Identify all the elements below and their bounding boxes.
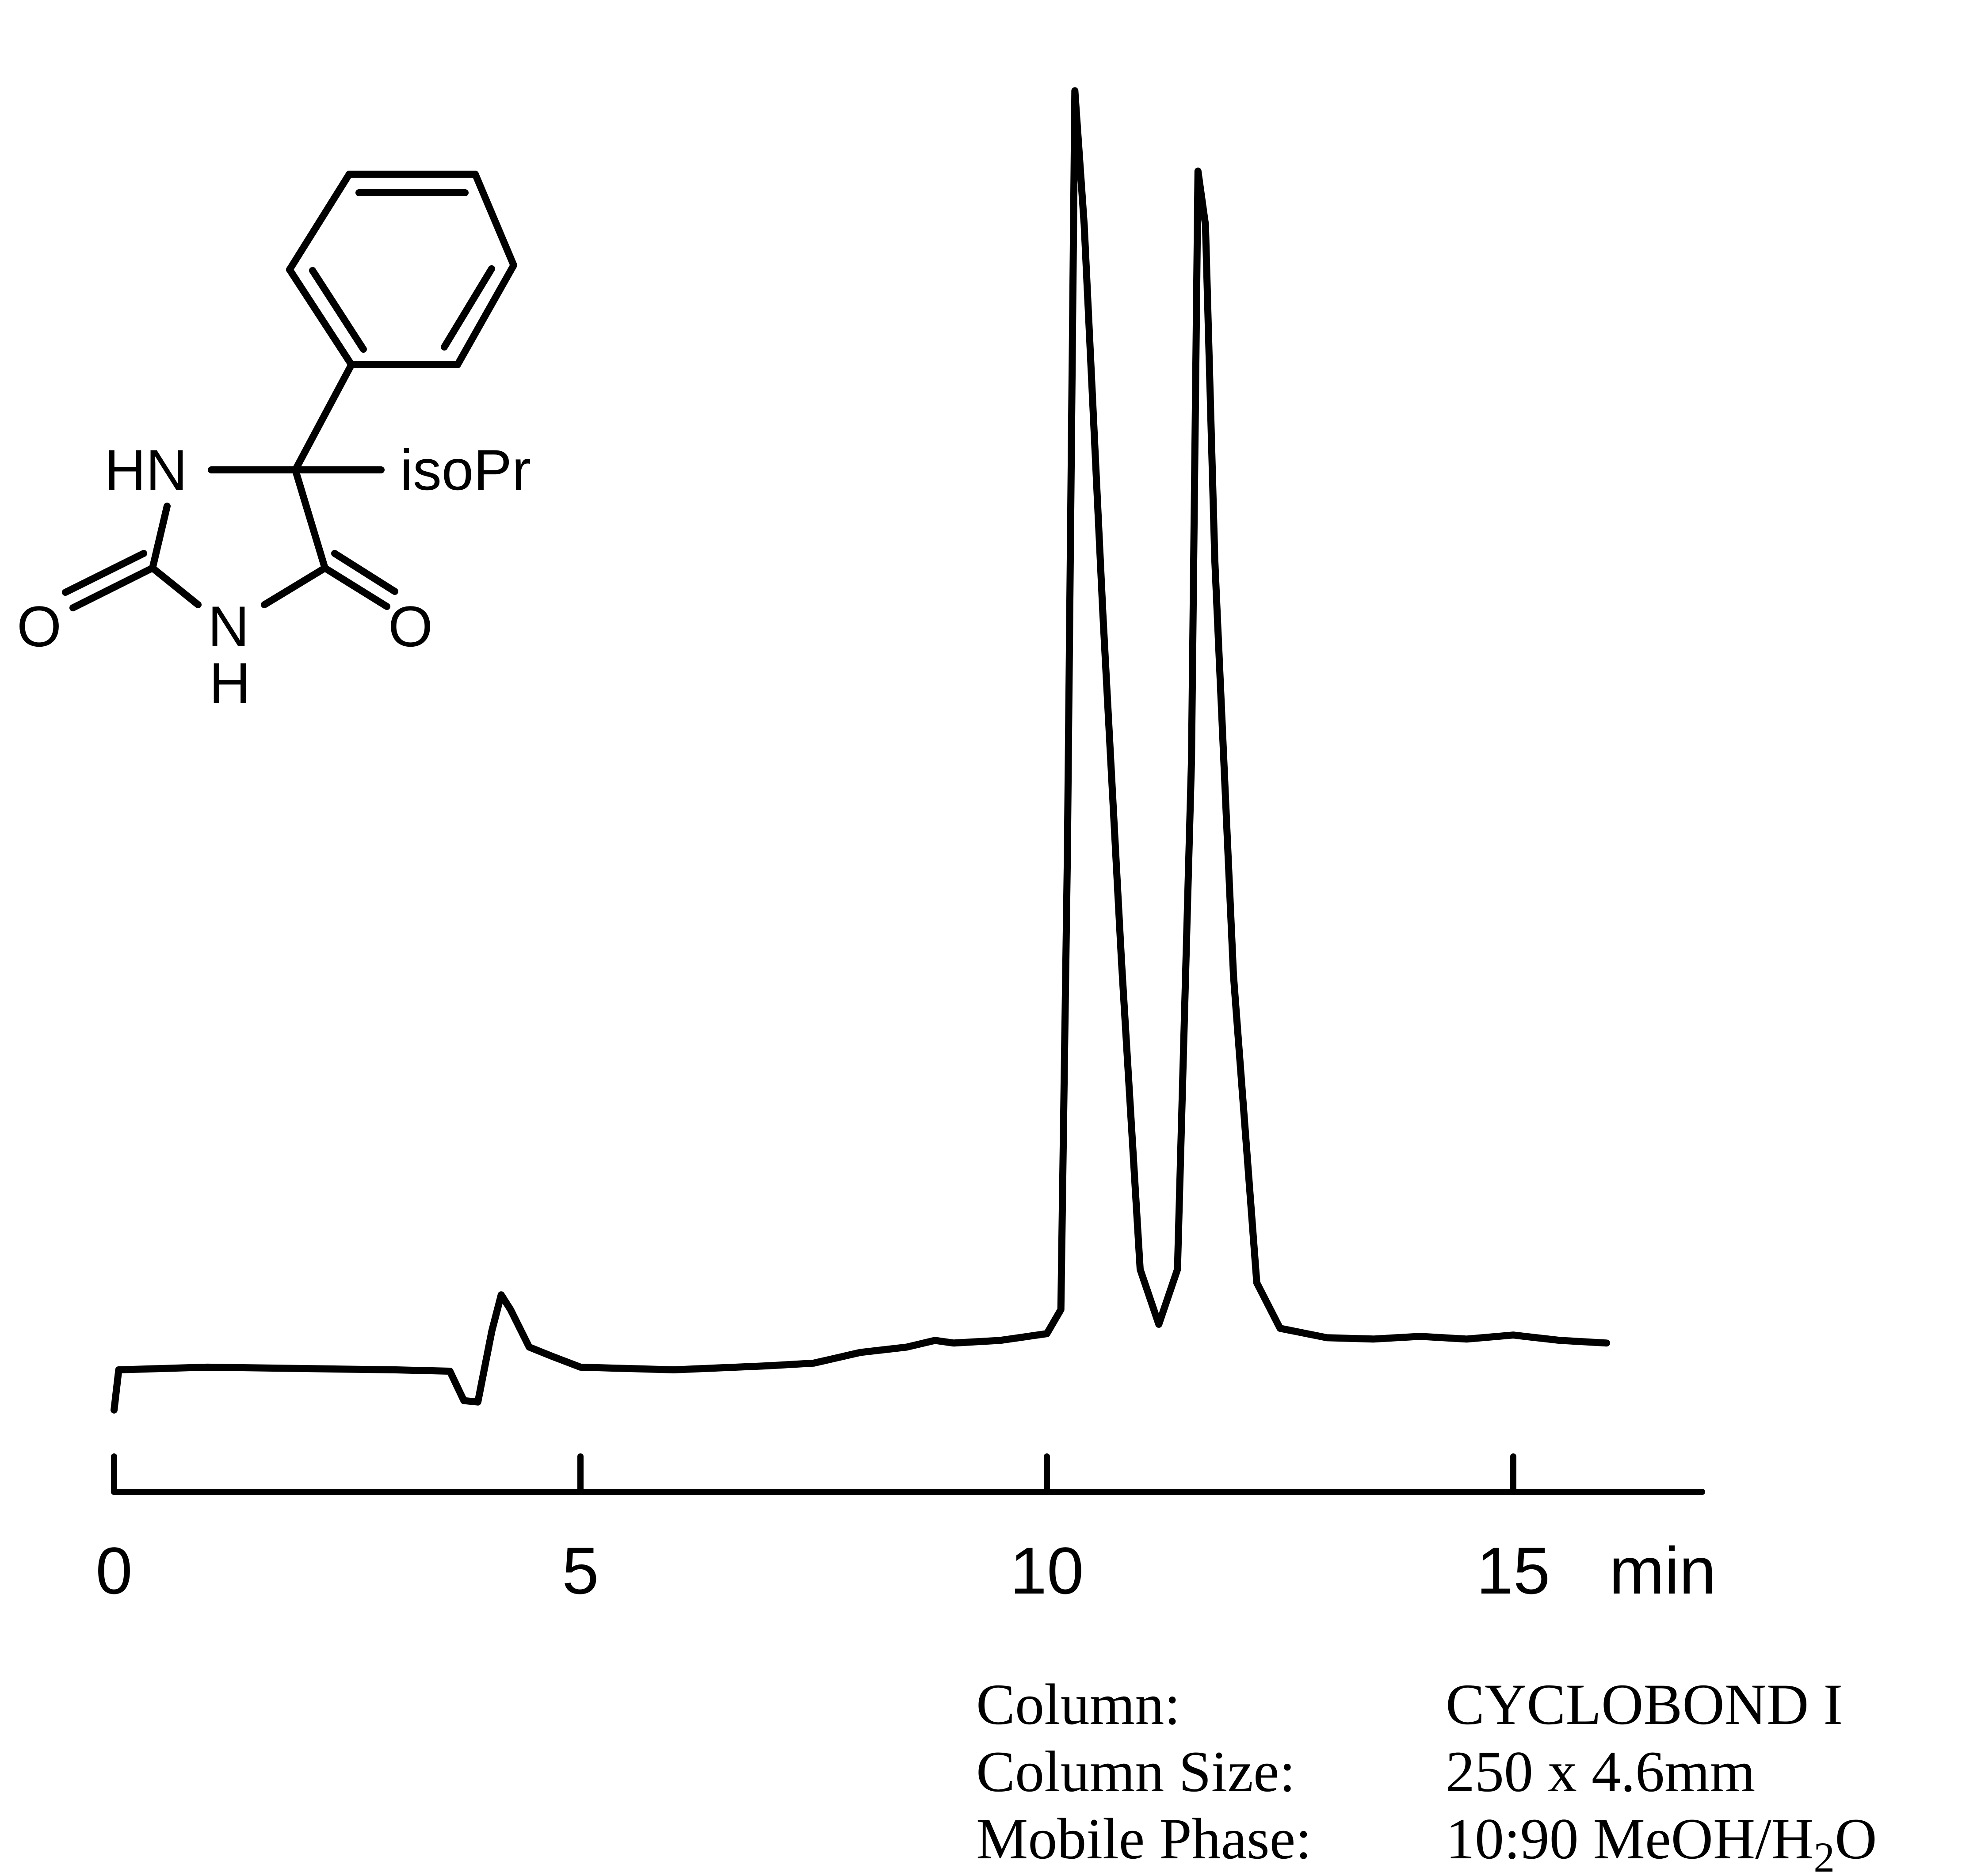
atom-label-h: H [209,651,251,715]
bond-c2-n3 [149,564,202,608]
info-value-column-size: 250 x 4.6mm [1446,1739,1755,1804]
bond-hn-c2 [149,503,171,572]
bond-c2-o-double-b [62,550,147,596]
info-value-column: CYCLOBOND I [1446,1672,1843,1737]
mobile-phase-suffix: O [1835,1806,1877,1871]
bond-c2-o-double-a [69,564,156,611]
atom-label-hn: HN [104,438,187,502]
axis-tick-label-0: 0 [95,1533,132,1608]
bond-c4-o-double-b [331,550,398,595]
info-label-column-size: Column Size: [976,1739,1295,1804]
chromatogram-trace [111,87,1610,1414]
time-axis: 0 5 10 15 min [95,1453,1716,1608]
atom-label-n: N [208,594,249,659]
axis-tick-label-10: 10 [1010,1533,1084,1608]
info-label-mobile-phase: Mobile Phase: [976,1806,1312,1871]
axis-unit-label: min [1609,1533,1716,1608]
info-label-column: Column: [976,1672,1180,1737]
info-value-mobile-phase: 10:90 MeOH/H2O [1446,1806,1877,1876]
atom-label-isopr: isoPr [400,438,531,502]
bond-phenyl-c5 [292,361,355,473]
mobile-phase-main: 10:90 MeOH/H [1446,1806,1813,1871]
bond-n3-c4 [261,564,328,608]
conditions-table: Column: CYCLOBOND I Column Size: 250 x 4… [976,1672,1877,1876]
axis-tick-label-5: 5 [562,1533,599,1608]
hydantoin-bonds [62,361,398,611]
bond-c5-c4 [292,466,328,572]
axis-tick-label-15: 15 [1477,1533,1550,1608]
phenyl-ring [286,171,517,368]
atom-label-o-left: O [17,594,61,659]
mobile-phase-subscript: 2 [1813,1834,1835,1876]
bond-c4-o-double-a [321,564,390,610]
atom-label-o-right: O [388,594,433,659]
axis-ticks: 0 5 10 15 [95,1453,1550,1608]
chemical-structure [62,171,517,611]
